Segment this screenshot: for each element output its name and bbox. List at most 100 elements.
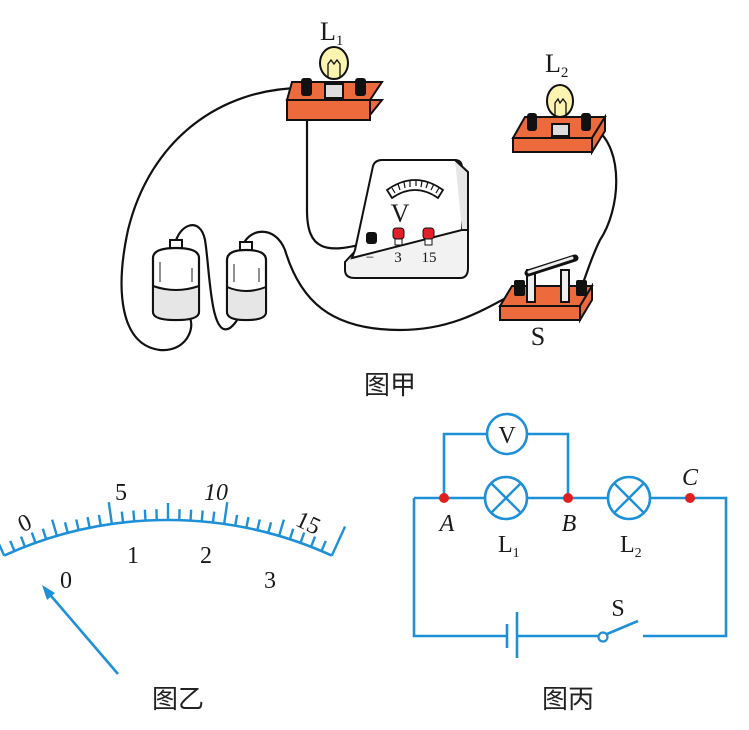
- lamp-socket: [324, 83, 344, 99]
- wire-l1-left-to-battery: [120, 86, 304, 352]
- scale-tick: [211, 511, 216, 523]
- scale-tick: [41, 528, 48, 540]
- voltmeter-symbol: [485, 412, 529, 456]
- scale-tick: [0, 543, 6, 557]
- lamp-l1-label: L1: [320, 17, 343, 49]
- terminal-post: [301, 78, 312, 96]
- scale-tick: [320, 540, 327, 552]
- terminal-3V[interactable]: [392, 227, 405, 240]
- scale-tick: [132, 510, 136, 522]
- lamp-l2-symbol-label: L2: [620, 532, 642, 561]
- scale-tick: [330, 525, 347, 557]
- switch-pivot: [597, 631, 609, 643]
- scale-tick: [189, 509, 193, 521]
- wire-v-right: [527, 432, 570, 498]
- caption-yi: 图乙: [152, 685, 204, 715]
- lower-label-3: 3: [264, 568, 276, 594]
- switch-s[interactable]: [498, 254, 594, 324]
- node-b: [563, 493, 573, 503]
- filament: [554, 97, 567, 116]
- terminal-post: [527, 113, 537, 131]
- scale-tick: [86, 516, 91, 529]
- scale-tick: [299, 532, 306, 544]
- scale-tick: [63, 521, 69, 534]
- scale-tick: [143, 509, 147, 521]
- node-c: [685, 493, 695, 503]
- board-body: [512, 137, 593, 153]
- lower-label-1: 1: [127, 543, 139, 569]
- voltmeter-symbol-label: V: [498, 423, 516, 449]
- scale-tick: [107, 502, 114, 525]
- scale-tick: [267, 521, 273, 534]
- upper-label-5: 5: [115, 480, 127, 506]
- node-b-label: B: [562, 511, 577, 537]
- wire-l2-to-switch: [579, 127, 618, 291]
- scale-tick: [222, 502, 229, 525]
- terminal-stem: [424, 238, 433, 246]
- caption-bing: 图丙: [542, 685, 594, 715]
- switch-symbol-label: S: [611, 596, 624, 622]
- scale-tick: [19, 536, 27, 548]
- board-body: [499, 305, 581, 321]
- scale-tick: [277, 519, 286, 537]
- lower-label-0: 0: [60, 568, 72, 594]
- upper-label-15: 15: [292, 507, 325, 541]
- switch-label: S: [531, 322, 545, 351]
- lamp-cross-icon: [490, 482, 522, 514]
- scale-arc: [3, 518, 333, 557]
- battery-lower: [226, 285, 267, 322]
- lamp-socket: [551, 123, 570, 137]
- voltmeter-dial: [385, 179, 445, 200]
- switch-contact: [560, 269, 570, 303]
- node-a-label: A: [438, 511, 455, 537]
- terminal-post: [355, 78, 366, 96]
- voltmeter-label: V: [391, 199, 410, 228]
- wire-l2-c-right: [643, 496, 728, 638]
- voltmeter-side: [454, 159, 469, 231]
- lamp-l2-symbol: [606, 475, 652, 521]
- battery-2: [225, 241, 268, 322]
- wire-v-left: [442, 432, 487, 498]
- wire-battery-to-switch: [241, 230, 516, 332]
- terminal-post: [581, 113, 591, 131]
- scale-tick: [309, 536, 317, 548]
- lamp-l2-board: [511, 84, 607, 156]
- upper-label-10: 10: [204, 480, 228, 506]
- voltmeter: [344, 159, 469, 279]
- filament: [327, 58, 341, 78]
- scale-tick: [245, 516, 250, 529]
- lamp-l1-symbol: [483, 475, 529, 521]
- bulb-icon: [546, 84, 574, 118]
- scale-tick: [75, 519, 80, 531]
- scale-ticks: [0, 502, 347, 557]
- switch-blade[interactable]: [606, 619, 639, 636]
- caption-jia: 图甲: [364, 371, 416, 401]
- wire-left-battery: [412, 498, 506, 638]
- lower-label-2: 2: [200, 543, 212, 569]
- battery-1: [151, 239, 201, 322]
- board-body: [286, 99, 371, 121]
- figure-jia: L1 L2 V − 3 15: [120, 17, 618, 401]
- lamp-l2-label: L2: [545, 49, 568, 81]
- scale-tick: [288, 528, 295, 540]
- terminal-negative[interactable]: [366, 232, 377, 244]
- scale-tick: [30, 532, 37, 544]
- board-side: [591, 113, 606, 156]
- scale-tick: [120, 511, 125, 523]
- pointer-needle: [45, 589, 119, 675]
- terminal-post: [514, 280, 525, 296]
- terminal-label-negative: −: [366, 250, 374, 266]
- lamp-l1-symbol-label: L1: [498, 532, 520, 561]
- terminal-post: [576, 280, 587, 296]
- pointer-arrowhead-icon: [42, 585, 55, 600]
- scale-tick: [97, 514, 102, 526]
- upper-label-0: 0: [14, 509, 36, 538]
- scale-tick: [50, 519, 59, 537]
- terminal-label-15: 15: [422, 250, 437, 266]
- switch-blade-highlight: [527, 256, 574, 274]
- board-side: [579, 282, 593, 324]
- terminal-stem: [394, 238, 403, 246]
- scale-tick: [234, 514, 239, 526]
- terminal-15V[interactable]: [422, 227, 435, 240]
